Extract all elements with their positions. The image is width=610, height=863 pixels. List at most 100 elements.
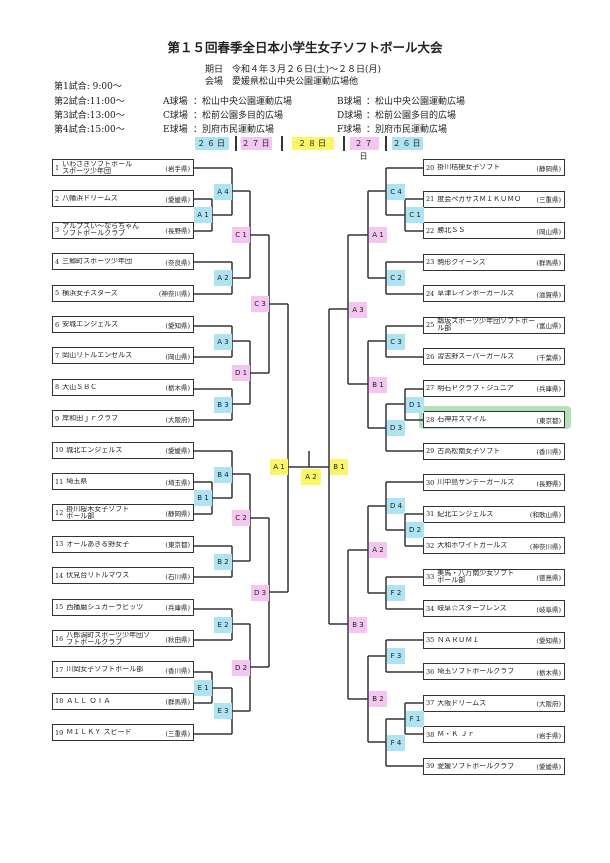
team-number: 34 xyxy=(426,604,435,613)
day-header-27-right: ２７日 xyxy=(350,137,379,161)
period-label: 期日 xyxy=(205,65,224,75)
match-badge: C 3 xyxy=(387,333,405,350)
match-badge: A 2 xyxy=(214,270,232,286)
team-prefecture: (兵庫県) xyxy=(536,385,561,393)
match-badge: D 1 xyxy=(232,364,250,381)
match-badge: C 3 xyxy=(251,296,269,312)
team-name: 八幡浜ドリームズ xyxy=(62,195,118,203)
field-b-name: B球場 xyxy=(337,97,362,107)
team-name: 西播磨シュガーラビッツ xyxy=(66,603,144,611)
day-header-26-left: ２６日 xyxy=(195,137,229,150)
team-number: 22 xyxy=(426,226,435,235)
day-divider xyxy=(343,136,345,151)
schedule-game-3: 第3試合:13:00～ xyxy=(54,111,125,121)
team-number: 36 xyxy=(426,667,435,676)
team-number: 4 xyxy=(55,257,60,266)
team-number: 1 xyxy=(55,163,60,172)
field-a-name: A球場 xyxy=(163,97,188,107)
field-d-place-text: 松前公園多目的広場 xyxy=(375,111,457,121)
team-number: 13 xyxy=(55,540,64,549)
day-divider xyxy=(385,136,387,151)
team-name: 大和ホワイトガールズ xyxy=(437,542,508,549)
team-number: 18 xyxy=(55,697,64,706)
match-badge: A 1 xyxy=(369,226,387,243)
team-name: 岡山リトルエンゼルス xyxy=(62,352,133,360)
match-badge: B 1 xyxy=(194,490,212,506)
team-prefecture: (埼玉県) xyxy=(165,478,190,487)
team-number: 6 xyxy=(55,320,60,329)
field-d-name: D球場 xyxy=(337,111,363,121)
period-value: 令和４年３月２６日(土)～２８日(月) xyxy=(232,65,382,75)
team-name: 愛媛ソフトボールクラブ xyxy=(437,762,515,770)
team-prefecture: (大阪府) xyxy=(165,415,190,424)
team-name: 駒形クイーンズ xyxy=(437,258,486,266)
team-prefecture: (群馬県) xyxy=(165,698,190,707)
team-prefecture: (栃木県) xyxy=(165,384,190,393)
field-d-place: ：松前公園多目的広場 xyxy=(366,111,457,121)
match-badge: A 2 xyxy=(369,541,387,558)
team-name: 習志野スーパーガールズ xyxy=(437,353,515,360)
team-prefecture: (愛媛県) xyxy=(165,195,190,204)
team-number: 5 xyxy=(55,289,60,298)
page-title: 第１５回春季全日本小学生女子ソフトボール大会 xyxy=(167,40,443,55)
team-prefecture: (東京都) xyxy=(165,541,190,550)
team-name: 岸和田ｊｒクラブ xyxy=(62,415,119,423)
schedule-game-2: 第2試合:11:00～ xyxy=(54,97,125,107)
match-badge: D 1 xyxy=(406,396,424,413)
schedule-game-1: 第1試合: 9:00～ xyxy=(54,82,122,92)
match-badge: F 3 xyxy=(387,648,405,664)
team-number: 9 xyxy=(55,414,60,423)
team-number: 37 xyxy=(426,699,435,707)
team-prefecture: (富山県) xyxy=(536,322,561,330)
match-badge: B 1 xyxy=(330,459,348,475)
team-name: 度会ペガサスＭＩＫＵＭＯ xyxy=(437,195,522,203)
team-name: 勝北ＳＳ xyxy=(437,227,466,234)
match-badge: B 1 xyxy=(369,376,387,393)
team-name: 掛川桔梗女子ソフト xyxy=(437,164,501,171)
team-number: 23 xyxy=(426,258,435,266)
team-number: 29 xyxy=(426,447,435,455)
team-name: 埼玉県 xyxy=(66,478,88,485)
team-prefecture: (徳島県) xyxy=(536,574,561,582)
team-number: 35 xyxy=(426,636,435,644)
match-badge: D 4 xyxy=(387,498,405,514)
match-badge: D 3 xyxy=(387,419,405,436)
match-badge: D 3 xyxy=(251,584,269,601)
match-badge: B 4 xyxy=(214,466,232,483)
team-name: アルプスい～ならちゃん ソフトボールクラブ xyxy=(62,223,140,238)
team-prefecture: (千葉県) xyxy=(536,353,561,362)
team-name: オールあきる野女子 xyxy=(66,540,130,548)
day-header-26-right: ２６日 xyxy=(392,137,423,150)
team-prefecture: (和歌山県) xyxy=(529,511,561,519)
team-number: 33 xyxy=(426,573,435,581)
team-name: 埼玉ソフトボールクラブ xyxy=(437,668,515,675)
team-name: Ｍ・Ｋ Ｊｒ xyxy=(437,731,475,738)
match-badge: D 2 xyxy=(232,659,250,676)
field-f-place: ：別府市民運動広場 xyxy=(366,125,448,135)
team-prefecture: (岡山県) xyxy=(536,227,561,236)
match-badge: F 2 xyxy=(387,585,405,601)
team-name: 横浜女子スターズ xyxy=(62,289,118,297)
field-f-place-text: 別府市民運動広場 xyxy=(375,125,448,135)
team-number: 19 xyxy=(55,728,64,737)
team-prefecture: (静岡県) xyxy=(165,509,190,518)
team-prefecture: (岩手県) xyxy=(165,164,190,173)
team-prefecture: (愛媛県) xyxy=(165,447,190,456)
team-number: 15 xyxy=(55,603,64,612)
field-e-name: E球場 xyxy=(163,125,188,135)
team-number: 17 xyxy=(55,665,64,674)
